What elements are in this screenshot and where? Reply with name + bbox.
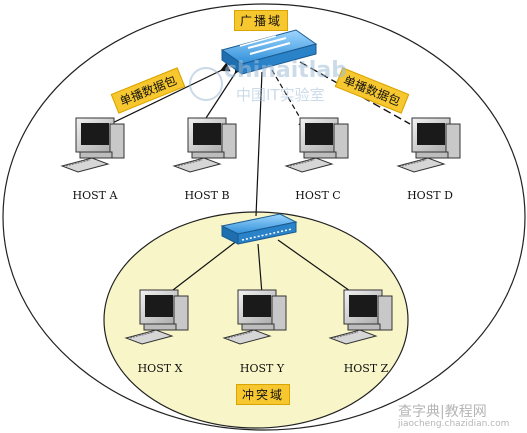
host-x-computer-icon [124,289,189,345]
host-a-computer-icon [60,117,125,173]
link-hub-host-z [277,239,361,299]
collision-domain-label: 冲突域 [236,384,291,405]
collision-hub-icon [220,213,298,245]
watermark-site: chinaitlab [224,58,347,83]
watermark-site-cn: 中国IT实验室 [236,86,325,104]
host-b-label: HOST B [184,189,230,202]
host-y-computer-icon [222,289,287,345]
broadcast-domain-label: 广播域 [234,10,289,31]
host-c-computer-icon [284,117,349,173]
broadcast-switch-icon [220,29,318,75]
host-c-label: HOST C [295,189,341,202]
link-hub-host-y [257,243,263,295]
link-switch-lower-hub [255,71,263,217]
corner-watermark: 查字典|教程网 [398,404,487,420]
host-d-computer-icon [396,117,461,173]
host-x-label: HOST X [137,362,183,375]
host-z-computer-icon [328,289,393,345]
host-y-label: HOST Y [239,362,285,375]
link-switch-host-b [205,63,244,119]
host-a-label: HOST A [72,189,118,202]
link-switch-host-a [101,62,231,129]
host-d-label: HOST D [407,189,453,202]
corner-watermark-url: jiaocheng.chazidian.com [398,419,510,429]
host-z-label: HOST Z [343,362,389,375]
watermark-logo-icon [189,67,223,101]
host-b-computer-icon [172,117,237,173]
